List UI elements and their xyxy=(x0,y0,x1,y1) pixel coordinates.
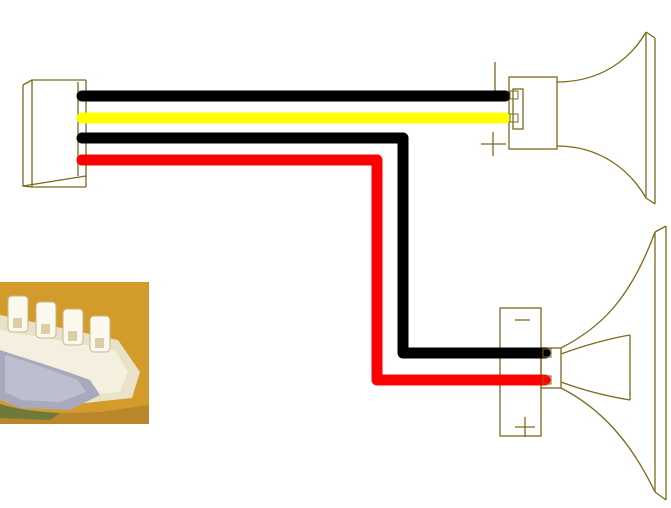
wire-black-lower xyxy=(76,132,551,359)
top-horn-terminal xyxy=(509,113,519,123)
bottom-horn-terminal xyxy=(542,348,552,358)
bottom-horn-terminal xyxy=(542,375,552,385)
terminal-block-photo xyxy=(0,282,149,424)
bottom-horn-speaker-icon xyxy=(499,225,667,501)
wire-red xyxy=(76,154,551,386)
top-horn-speaker-icon xyxy=(481,31,656,205)
top-horn-terminal xyxy=(509,90,519,100)
wires xyxy=(76,90,551,386)
